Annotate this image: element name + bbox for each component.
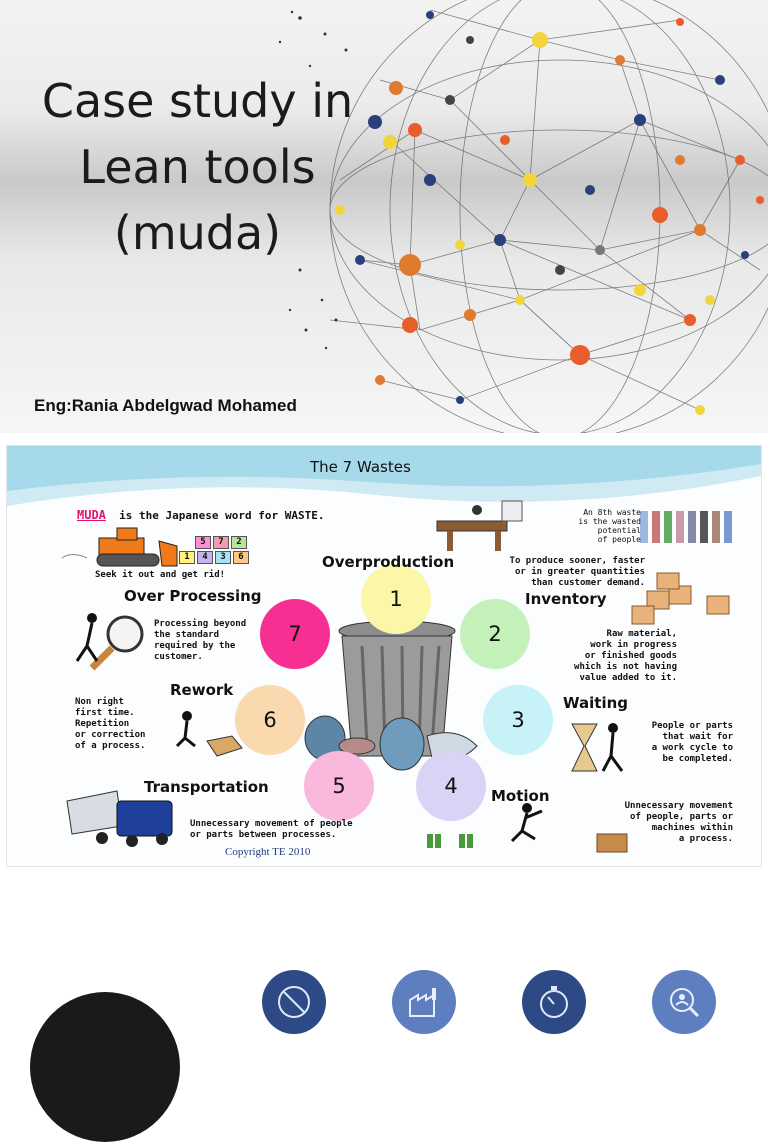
block: 4	[197, 551, 213, 564]
waste-number-6: 6	[235, 685, 305, 755]
desc-line: Repetition	[75, 719, 130, 729]
desc-line: or in greater quantities	[514, 567, 645, 577]
desc-line: a work cycle to	[651, 743, 733, 753]
desc-line: value added to it.	[579, 673, 677, 683]
slide-header: The 7 Wastes	[310, 458, 411, 476]
waste-number-1: 1	[361, 564, 431, 634]
block: 5	[195, 536, 211, 549]
desc-line: To produce sooner, faster	[509, 556, 645, 566]
title-slide: Case study in Lean tools (muda) Eng:Rani…	[0, 0, 768, 433]
author-name: Eng:Rania Abdelgwad Mohamed	[34, 396, 297, 415]
slide-title: Case study in Lean tools (muda)	[0, 68, 395, 266]
waste-number-2: 2	[460, 599, 530, 669]
waste-number-4: 4	[416, 751, 486, 821]
rework-person-icon	[175, 711, 243, 757]
desc-line: of people, parts or	[630, 812, 733, 822]
desc-line: Non right	[75, 697, 124, 707]
waste-desc-waiting: People or parts that wait for a work cyc…	[637, 721, 733, 765]
magnifier-person-icon	[75, 613, 144, 671]
waste-desc-over-processing: Processing beyond the standard required …	[154, 619, 246, 663]
block: 7	[213, 536, 229, 549]
desc-line: Unnecessary movement	[624, 801, 733, 811]
timer-icon	[522, 970, 586, 1034]
waste-blocks: 5 7 2 1 4 3 6	[179, 536, 279, 564]
seven-wastes-slide: The 7 Wastes MUDA is the Japanese word f…	[6, 445, 762, 867]
waste-label-inventory: Inventory	[525, 590, 607, 608]
muda-word: MUDA	[77, 508, 106, 522]
truck-icon	[66, 790, 173, 847]
desc-line: of a process.	[75, 741, 146, 751]
magnifier-person-icon	[652, 970, 716, 1034]
black-circle-decoration	[30, 992, 180, 1142]
note-line: potential	[597, 526, 641, 535]
waste-label-over-processing: Over Processing	[124, 587, 262, 605]
waste-label-rework: Rework	[170, 681, 234, 699]
desc-line: work in progress	[590, 640, 677, 650]
waste-label-transportation: Transportation	[144, 778, 269, 796]
no-sign-icon	[262, 970, 326, 1034]
bulldozer-icon	[61, 527, 178, 567]
block: 1	[179, 551, 195, 564]
title-line: Lean tools	[79, 140, 316, 194]
waste-desc-overproduction: To produce sooner, faster or in greater …	[483, 556, 645, 589]
desc-line: Processing beyond	[154, 619, 247, 629]
block: 6	[233, 551, 249, 564]
copyright: Copyright TE 2010	[225, 846, 311, 858]
desc-line: or correction	[75, 730, 146, 740]
hourglass-icon	[571, 723, 624, 772]
people-crowd-icon	[640, 511, 732, 543]
desc-line: Unnecessary movement of people	[190, 819, 353, 829]
desc-line: first time.	[75, 708, 135, 718]
waste-number-3: 3	[483, 685, 553, 755]
muda-definition: MUDA is the Japanese word for WASTE.	[77, 508, 325, 522]
trash-can-icon	[304, 620, 478, 771]
note-line: of people	[597, 535, 641, 544]
waste-desc-motion: Unnecessary movement of people, parts or…	[591, 801, 733, 845]
motion-person-icon	[427, 803, 628, 853]
title-line: Case study in	[41, 74, 354, 128]
desc-line: the standard	[154, 630, 220, 640]
waste-label-waiting: Waiting	[563, 694, 629, 712]
note-line: is the wasted	[578, 517, 641, 526]
factory-icon	[392, 970, 456, 1034]
waste-desc-rework: Non right first time. Repetition or corr…	[75, 697, 145, 752]
desc-line: than customer demand.	[531, 578, 645, 588]
network-globe-graphic	[278, 0, 768, 433]
waste-number-7: 7	[260, 599, 330, 669]
desc-line: that wait for	[662, 732, 733, 742]
desc-line: required by the	[154, 641, 236, 651]
seek-text: Seek it out and get rid!	[95, 570, 226, 580]
title-line: (muda)	[113, 206, 282, 260]
desc-line: or parts between processes.	[190, 830, 337, 840]
desc-line: a process.	[678, 834, 733, 844]
desc-line: which is not having	[574, 662, 677, 672]
desc-line: People or parts	[651, 721, 733, 731]
slide-graphics	[7, 446, 761, 853]
inventory-boxes-icon	[631, 572, 730, 625]
desc-line: machines within	[651, 823, 733, 833]
block: 2	[231, 536, 247, 549]
block: 3	[215, 551, 231, 564]
desc-line: customer.	[154, 652, 203, 662]
note-line: An 8th waste	[583, 508, 641, 517]
muda-definition-text: is the Japanese word for WASTE.	[119, 509, 325, 522]
desc-line: or finished goods	[584, 651, 677, 661]
waste-label-overproduction: Overproduction	[322, 553, 455, 571]
waste-number-5: 5	[304, 751, 374, 821]
bottom-icon-row	[0, 968, 768, 1142]
desc-line: Raw material,	[606, 629, 677, 639]
desc-line: be completed.	[662, 754, 733, 764]
waste-desc-inventory: Raw material, work in progress or finish…	[545, 629, 677, 684]
office-desk-icon	[436, 500, 523, 551]
waste-desc-transportation: Unnecessary movement of people or parts …	[190, 819, 353, 841]
waste-label-motion: Motion	[491, 787, 550, 805]
eighth-waste-note: An 8th waste is the wasted potential of …	[567, 508, 641, 544]
